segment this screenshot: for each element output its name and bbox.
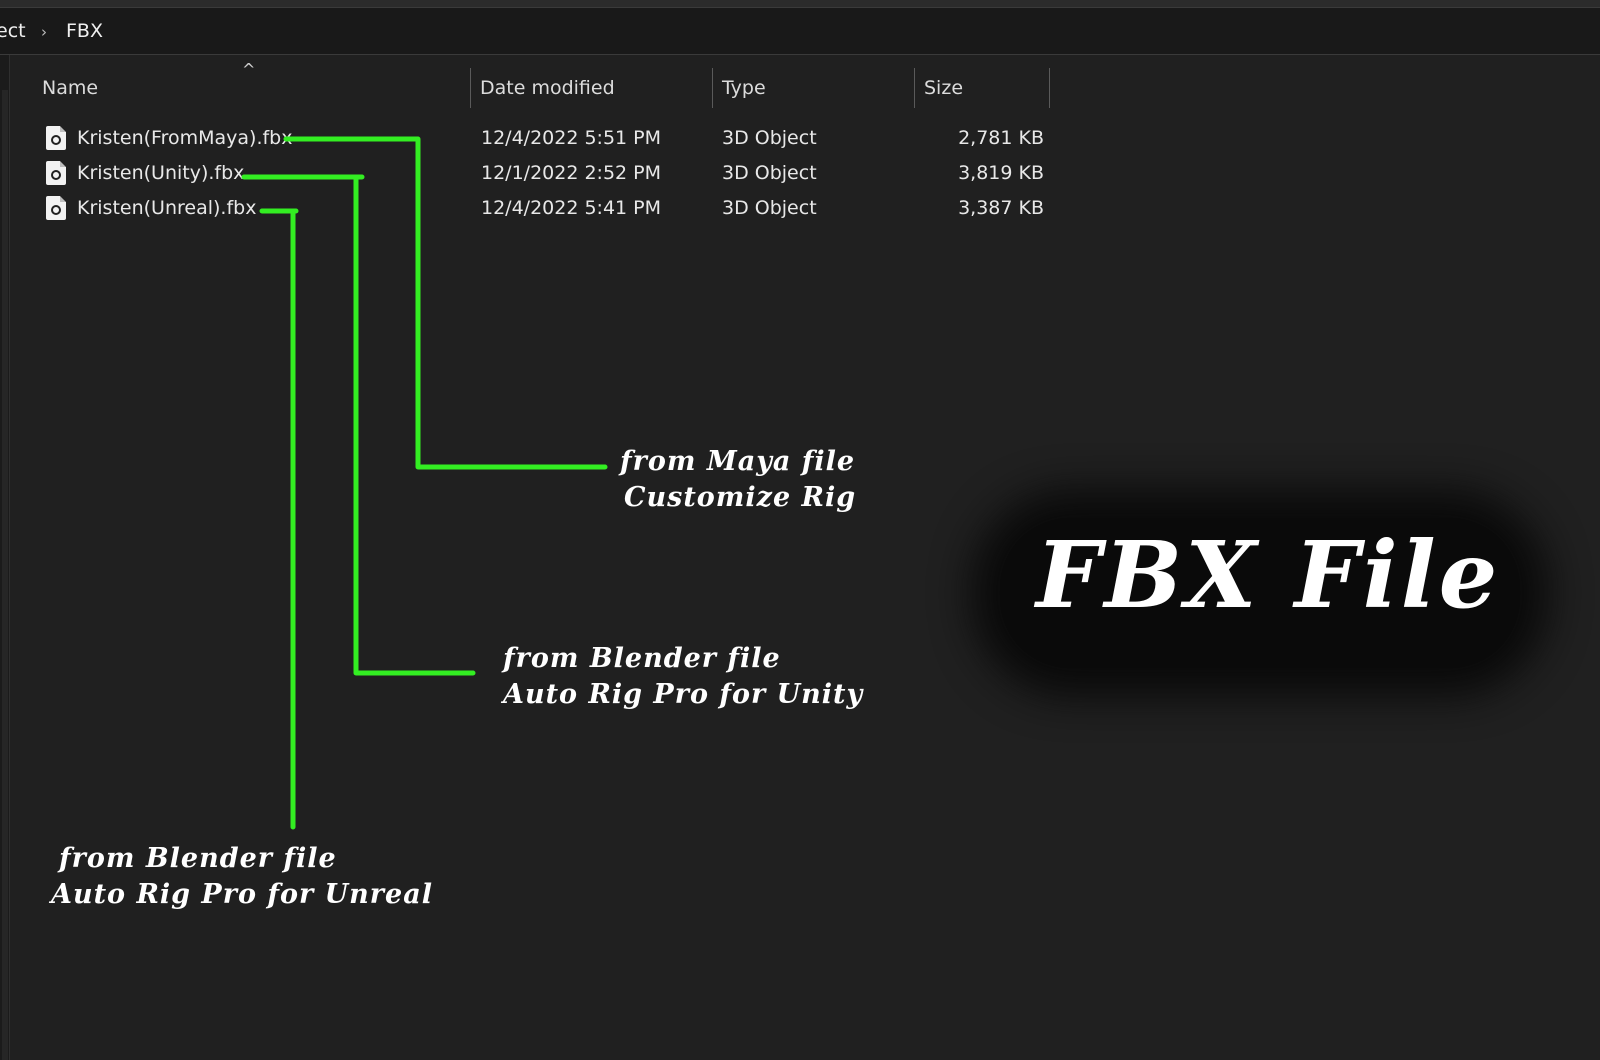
file-name: Kristen(Unity).fbx	[77, 162, 245, 184]
annotation-note-line: Customize Rig	[624, 482, 857, 513]
3d-object-file-icon	[46, 196, 66, 220]
annotation-line-unreal	[259, 208, 299, 830]
file-date-modified: 12/1/2022 2:52 PM	[481, 162, 662, 184]
address-bar[interactable]: ect › FBX	[0, 7, 1600, 55]
annotation-note-unity: from Blender file Auto Rig Pro for Unity	[503, 641, 863, 713]
annotation-note-line: from Blender file	[503, 643, 781, 674]
annotation-note-line: from Maya file	[620, 446, 856, 477]
column-divider[interactable]	[914, 68, 915, 108]
breadcrumb-chevron-icon[interactable]: ›	[41, 23, 47, 41]
file-type: 3D Object	[722, 197, 817, 219]
breadcrumb-item-parent[interactable]: ect	[0, 20, 26, 42]
window-top-band	[0, 0, 1600, 7]
file-date-modified: 12/4/2022 5:41 PM	[481, 197, 662, 219]
file-size: 2,781 KB	[958, 127, 1044, 149]
file-size: 3,819 KB	[958, 162, 1044, 184]
column-divider[interactable]	[470, 68, 471, 108]
file-row[interactable]: Kristen(Unity).fbx 12/1/2022 2:52 PM 3D …	[10, 157, 1050, 191]
annotation-line-unity	[241, 174, 476, 676]
file-type: 3D Object	[722, 127, 817, 149]
3d-object-file-icon	[46, 161, 66, 185]
column-header-type[interactable]: Type	[722, 77, 766, 99]
annotation-line-maya	[283, 136, 608, 470]
3d-object-file-icon	[46, 126, 66, 150]
annotation-note-maya: from Maya file Customize Rig	[620, 444, 856, 516]
file-size: 3,387 KB	[958, 197, 1044, 219]
column-header-name[interactable]: Name	[42, 77, 99, 99]
title-shadow-backdrop	[1000, 518, 1520, 668]
annotation-note-line: Auto Rig Pro for Unity	[503, 679, 864, 710]
column-divider[interactable]	[1049, 68, 1050, 108]
breadcrumb-item-current[interactable]: FBX	[66, 20, 103, 42]
file-date-modified: 12/4/2022 5:51 PM	[481, 127, 662, 149]
overlay-title: FBX File	[1036, 521, 1501, 629]
column-divider[interactable]	[712, 68, 713, 108]
file-row[interactable]: Kristen(FromMaya).fbx 12/4/2022 5:51 PM …	[10, 122, 1050, 156]
file-name: Kristen(Unreal).fbx	[77, 197, 257, 219]
file-row[interactable]: Kristen(Unreal).fbx 12/4/2022 5:41 PM 3D…	[10, 192, 1050, 226]
annotation-note-unreal: from Blender file Auto Rig Pro for Unrea…	[51, 841, 433, 913]
annotation-note-line: from Blender file	[59, 843, 337, 874]
file-name: Kristen(FromMaya).fbx	[77, 127, 293, 149]
sort-ascending-icon: ^	[242, 60, 256, 79]
navigation-pane-scrollbar[interactable]	[2, 90, 8, 1060]
column-header-date-modified[interactable]: Date modified	[480, 77, 615, 99]
annotation-note-line: Auto Rig Pro for Unreal	[51, 879, 433, 910]
column-header-size[interactable]: Size	[924, 77, 964, 99]
file-type: 3D Object	[722, 162, 817, 184]
